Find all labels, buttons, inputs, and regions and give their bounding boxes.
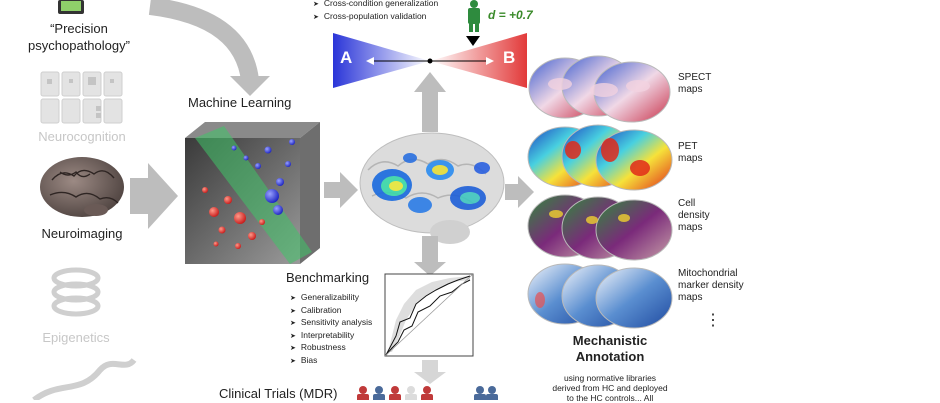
- mito-line-3: maps: [678, 292, 703, 303]
- group-a-label: A: [340, 48, 353, 67]
- cell-line-1: Cell: [678, 198, 696, 209]
- mech-sub-3: to the HC controls... All: [566, 393, 654, 403]
- bench-item: Generalizability: [290, 292, 372, 305]
- mech-sub-1: using normative libraries: [563, 373, 657, 383]
- epigenetics-label: Epigenetics: [42, 330, 110, 345]
- bullet-cross-population: Cross-population validation: [313, 11, 438, 24]
- pet-line-1: PET: [678, 141, 698, 152]
- mechanistic-annotation-subtitle: using normative libraries derived from H…: [535, 373, 685, 403]
- mechanistic-line-1: Mechanistic: [572, 333, 648, 348]
- mech-sub-2: derived from HC and deployed: [552, 383, 668, 393]
- clinical-trials-title: Clinical Trials (MDR): [219, 386, 338, 401]
- mechanistic-annotation-title: Mechanistic Annotation: [540, 333, 680, 365]
- mito-maps-label: Mitochondrial marker density maps: [678, 268, 744, 304]
- precision-line-1: “Precision: [50, 21, 108, 36]
- precision-psychopathology-label: “Precision psychopathology”: [24, 20, 134, 54]
- validation-bullets: Cross-condition generalization Cross-pop…: [313, 0, 438, 23]
- spect-maps-label: SPECT maps: [678, 72, 711, 96]
- benchmarking-list: Generalizability Calibration Sensitivity…: [290, 292, 372, 368]
- spect-line-1: SPECT: [678, 72, 712, 83]
- pet-line-2: maps: [678, 153, 703, 164]
- mito-line-1: Mitochondrial: [678, 268, 738, 279]
- bench-item: Interpretability: [290, 330, 372, 343]
- pet-maps-label: PET maps: [678, 141, 702, 165]
- effect-size-label: d = +0.7: [488, 8, 533, 22]
- precision-line-2: psychopathology”: [28, 38, 130, 53]
- machine-learning-title: Machine Learning: [188, 95, 292, 110]
- cell-line-3: maps: [678, 222, 703, 233]
- bench-item: Bias: [290, 355, 372, 368]
- mechanistic-line-2: Annotation: [575, 349, 645, 364]
- neurocognition-label: Neurocognition: [38, 129, 126, 144]
- benchmarking-title: Benchmarking: [286, 270, 370, 285]
- bench-item: Sensitivity analysis: [290, 317, 372, 330]
- bench-item: Robustness: [290, 342, 372, 355]
- bench-item: Calibration: [290, 305, 372, 318]
- neuroimaging-label: Neuroimaging: [41, 226, 123, 241]
- spect-line-2: maps: [678, 84, 703, 95]
- cell-line-2: density: [678, 210, 710, 221]
- bullet-cross-condition: Cross-condition generalization: [313, 0, 438, 11]
- group-b-label: B: [503, 48, 516, 67]
- mito-line-2: marker density: [678, 280, 744, 291]
- cell-density-maps-label: Cell density maps: [678, 198, 710, 234]
- more-maps-ellipsis: ⋮: [705, 312, 721, 329]
